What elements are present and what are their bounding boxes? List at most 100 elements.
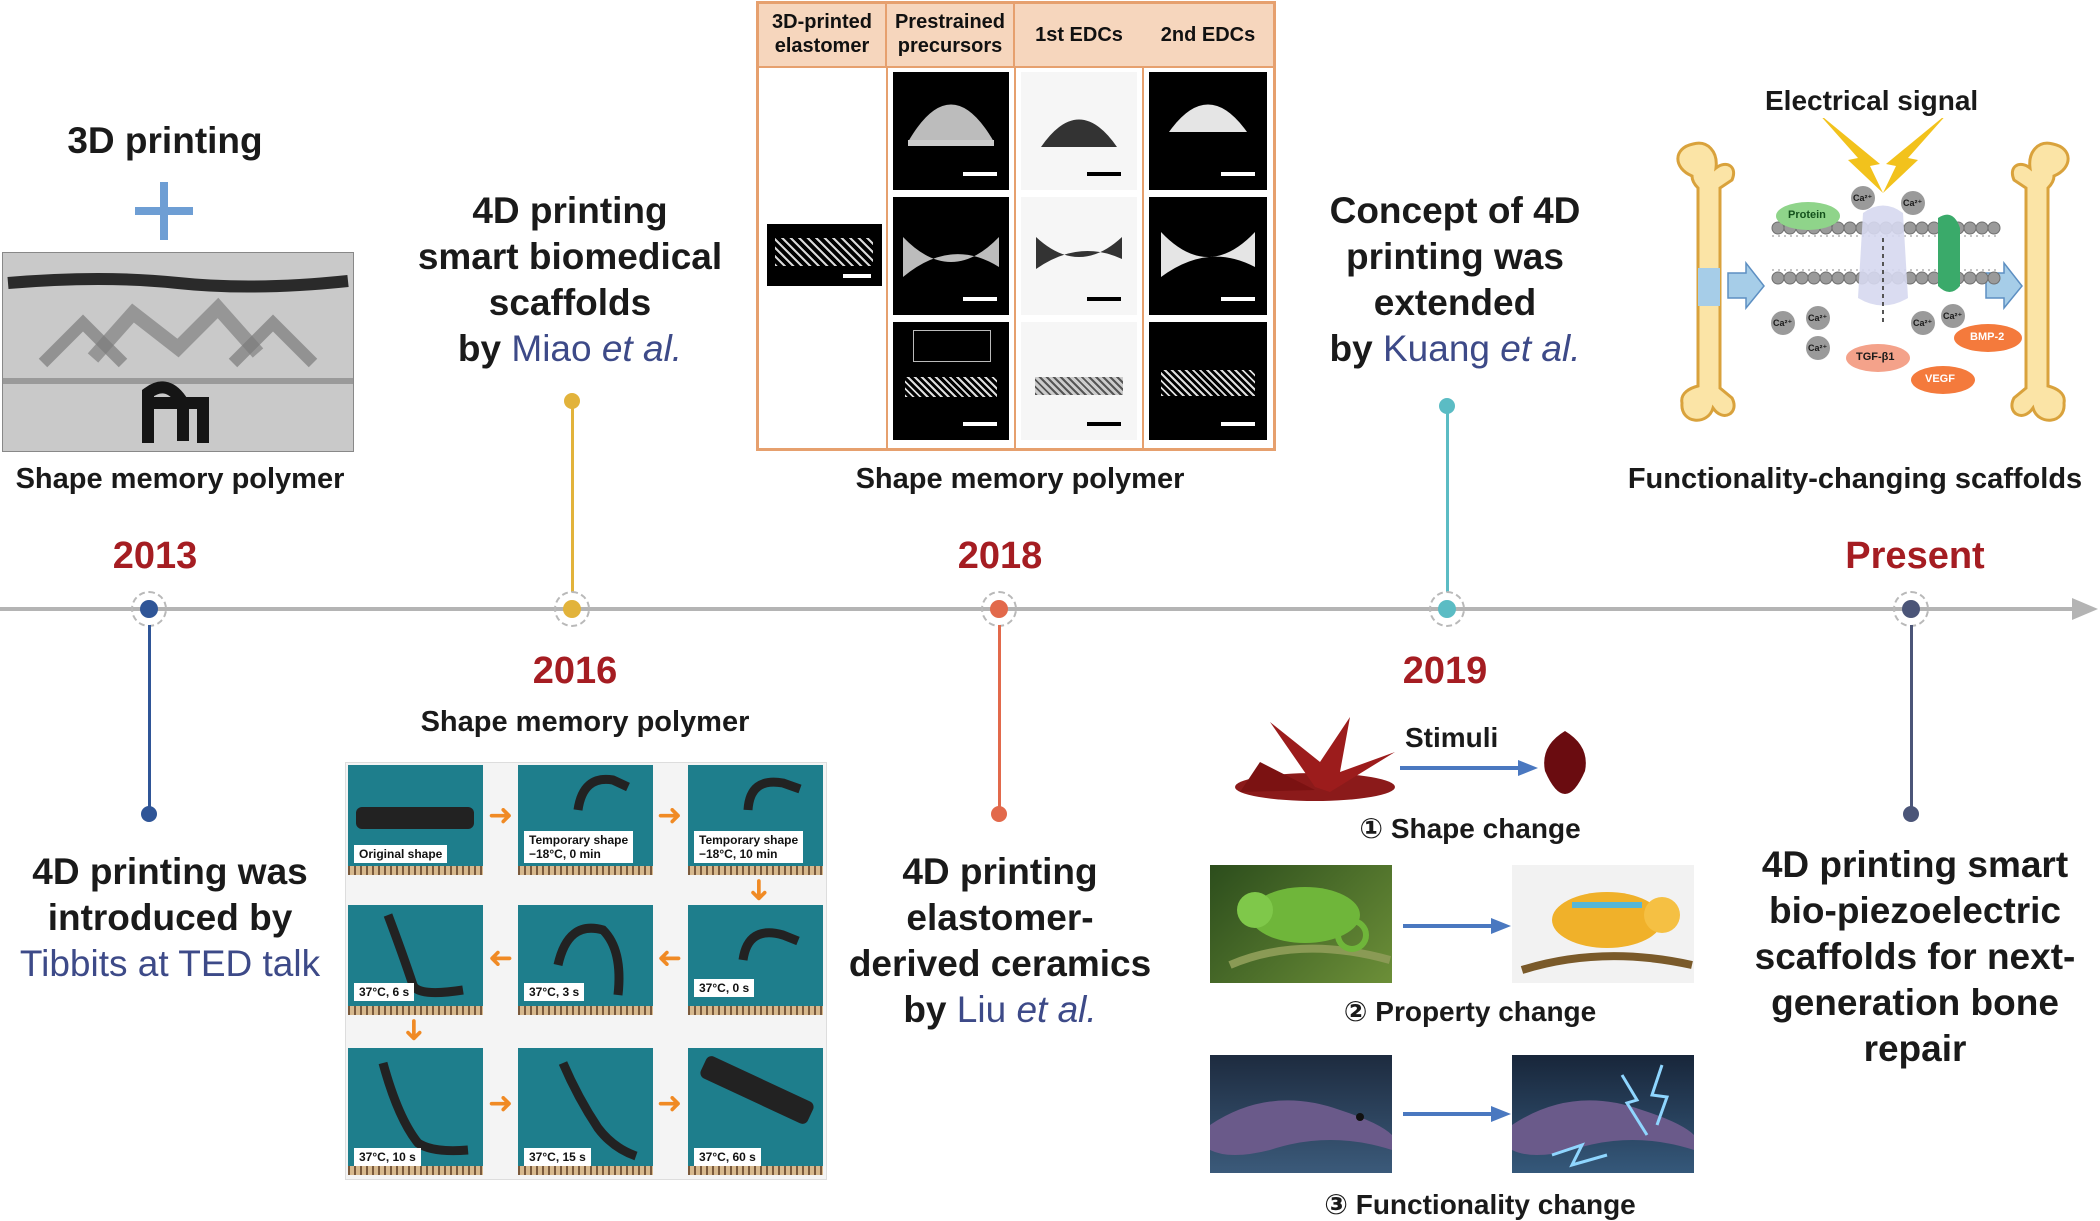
desc-2019-line3: extended (1373, 282, 1537, 323)
connector-present (1910, 625, 1913, 812)
elastomer-ceramics-table: 3D-printed elastomer Prestrained precurs… (756, 1, 1276, 451)
eel-photo (1210, 1055, 1392, 1173)
panel-label-4: 37°C, 3 s (524, 983, 585, 1001)
green-chameleon-photo (1210, 865, 1392, 983)
property-arrow-icon (1403, 918, 1511, 934)
node-present[interactable] (1893, 591, 1929, 627)
panel-temporary-0min: Temporary shape −18°C, 0 min (518, 765, 653, 875)
desc-present-line1: 4D printing smart (1761, 844, 2069, 885)
arrow-down-icon: ➜ (742, 877, 776, 903)
desc-2016-author[interactable]: Miao (511, 328, 602, 369)
desc-2013: 4D printing was introduced by Tibbits at… (0, 849, 340, 987)
desc-present-line5: repair (1863, 1028, 1967, 1069)
desc-2018: 4D printing elastomer- derived ceramics … (825, 849, 1175, 1033)
connector-2016 (571, 405, 574, 592)
molecule-protein-label: Protein (1788, 209, 1826, 221)
desc-2019-line2: printing was (1346, 236, 1564, 277)
desc-present: 4D printing smart bio-piezoelectric scaf… (1720, 842, 2100, 1072)
panel-temporary-10min: Temporary shape −18°C, 10 min (688, 765, 823, 875)
arrow-right-icon: ➜ (657, 1087, 683, 1120)
desc-2013-line2: introduced by (47, 897, 293, 938)
node-2018[interactable] (981, 591, 1017, 627)
endpoint-2018 (991, 806, 1007, 822)
arrow-left-icon: ➜ (488, 942, 514, 975)
stimuli-arrow-icon (1400, 760, 1538, 776)
panel-original-shape: Original shape (348, 765, 483, 875)
node-2013[interactable] (131, 591, 167, 627)
molecule-bmp2-label: BMP-2 (1970, 331, 2005, 343)
caption-2013: Shape memory polymer (15, 463, 345, 495)
connector-2019 (1446, 410, 1449, 592)
endpoint-2019 (1439, 398, 1455, 414)
desc-2013-line1: 4D printing was (32, 851, 308, 892)
desc-2019-etal: et al. (1500, 328, 1581, 369)
panel-label-0: Original shape (354, 845, 448, 863)
panel-label-3: 37°C, 6 s (354, 983, 415, 1001)
panel-label-2: Temporary shape −18°C, 10 min (694, 831, 804, 863)
panel-label-7: 37°C, 15 s (524, 1148, 591, 1166)
open-flower-icon (1235, 717, 1395, 801)
desc-2016-line1: 4D printing (472, 190, 668, 231)
desc-2018-by: by (903, 989, 957, 1030)
desc-2019: Concept of 4D printing was extended by K… (1290, 188, 1620, 372)
functionality-change-label: ③ Functionality change (1324, 1189, 1636, 1220)
year-2013: 2013 (112, 535, 198, 577)
3d-printing-title: 3D printing (67, 120, 263, 161)
desc-2018-author[interactable]: Liu (956, 989, 1017, 1030)
connector-2013 (148, 625, 151, 812)
arrow-left-icon: ➜ (657, 942, 683, 975)
panel-37c-60s: 37°C, 60 s (688, 1048, 823, 1175)
stimuli-label: Stimuli (1405, 722, 1499, 753)
desc-2016-etal: et al. (601, 328, 683, 369)
desc-2016: 4D printing smart biomedical scaffolds b… (395, 188, 745, 372)
panel-37c-10s: 37°C, 10 s (348, 1048, 483, 1175)
year-2016: 2016 (532, 650, 618, 692)
desc-2018-line1: 4D printing (902, 851, 1098, 892)
desc-2018-line2: elastomer- (906, 897, 1094, 938)
desc-2018-etal: et al. (1016, 989, 1097, 1030)
electric-eel-photo (1512, 1055, 1694, 1173)
table-header-precursors: Prestrained precursors (887, 4, 1015, 66)
bone-scaffold-diagram (1676, 118, 2070, 422)
desc-2019-line1: Concept of 4D (1329, 190, 1581, 231)
arrow-right-icon: ➜ (657, 799, 683, 832)
panel-label-5: 37°C, 0 s (694, 979, 755, 997)
molecule-ca-label-4: Ca²⁺ (1808, 313, 1828, 323)
desc-2019-by: by (1329, 328, 1383, 369)
node-2019[interactable] (1429, 591, 1465, 627)
panel-label-1: Temporary shape −18°C, 0 min (524, 831, 634, 863)
panel-37c-15s: 37°C, 15 s (518, 1048, 653, 1175)
cell-2nd-edc-3 (1149, 322, 1267, 440)
table-header-1st-edcs: 1st EDCs (1015, 4, 1145, 66)
cell-1st-edc-3 (1021, 322, 1137, 440)
molecule-tgfb1-label: TGF-β1 (1856, 351, 1895, 363)
shape-memory-photo-2013 (2, 252, 354, 452)
desc-2016-line3: scaffolds (488, 282, 652, 323)
molecule-ca-label-5: Ca²⁺ (1808, 343, 1828, 353)
closed-flower-icon (1544, 731, 1586, 794)
table-header-2nd-edcs: 2nd EDCs (1143, 4, 1273, 66)
desc-present-line2: bio-piezoelectric (1769, 890, 2061, 931)
shape-change-label: ① Shape change (1359, 813, 1581, 844)
desc-2016-line2: smart biomedical (417, 236, 723, 277)
desc-2019-author[interactable]: Kuang (1382, 328, 1501, 369)
desc-2013-author[interactable]: Tibbits at TED talk (19, 943, 321, 984)
molecule-ca-label-7: Ca²⁺ (1943, 311, 1963, 321)
property-change-label: ② Property change (1343, 996, 1597, 1027)
molecule-ca-label-1: Ca²⁺ (1853, 193, 1873, 203)
panel-37c-3s: 37°C, 3 s (518, 905, 653, 1015)
node-2016[interactable] (554, 591, 590, 627)
panel-37c-0s: 37°C, 0 s (688, 905, 823, 1015)
cell-2nd-edc-1 (1149, 72, 1267, 190)
desc-2018-line3: derived ceramics (848, 943, 1152, 984)
cell-2nd-edc-2 (1149, 197, 1267, 315)
molecule-vegf-label: VEGF (1925, 373, 1955, 385)
panel-37c-6s: 37°C, 6 s (348, 905, 483, 1015)
cell-precursor-3 (893, 322, 1009, 440)
table-header-elastomer: 3D-printed elastomer (759, 4, 887, 66)
panel-label-6: 37°C, 10 s (354, 1148, 421, 1166)
desc-present-line4: generation bone (1771, 982, 2059, 1023)
colorful-chameleon-photo (1512, 865, 1694, 983)
caption-2016: Shape memory polymer (420, 706, 750, 738)
